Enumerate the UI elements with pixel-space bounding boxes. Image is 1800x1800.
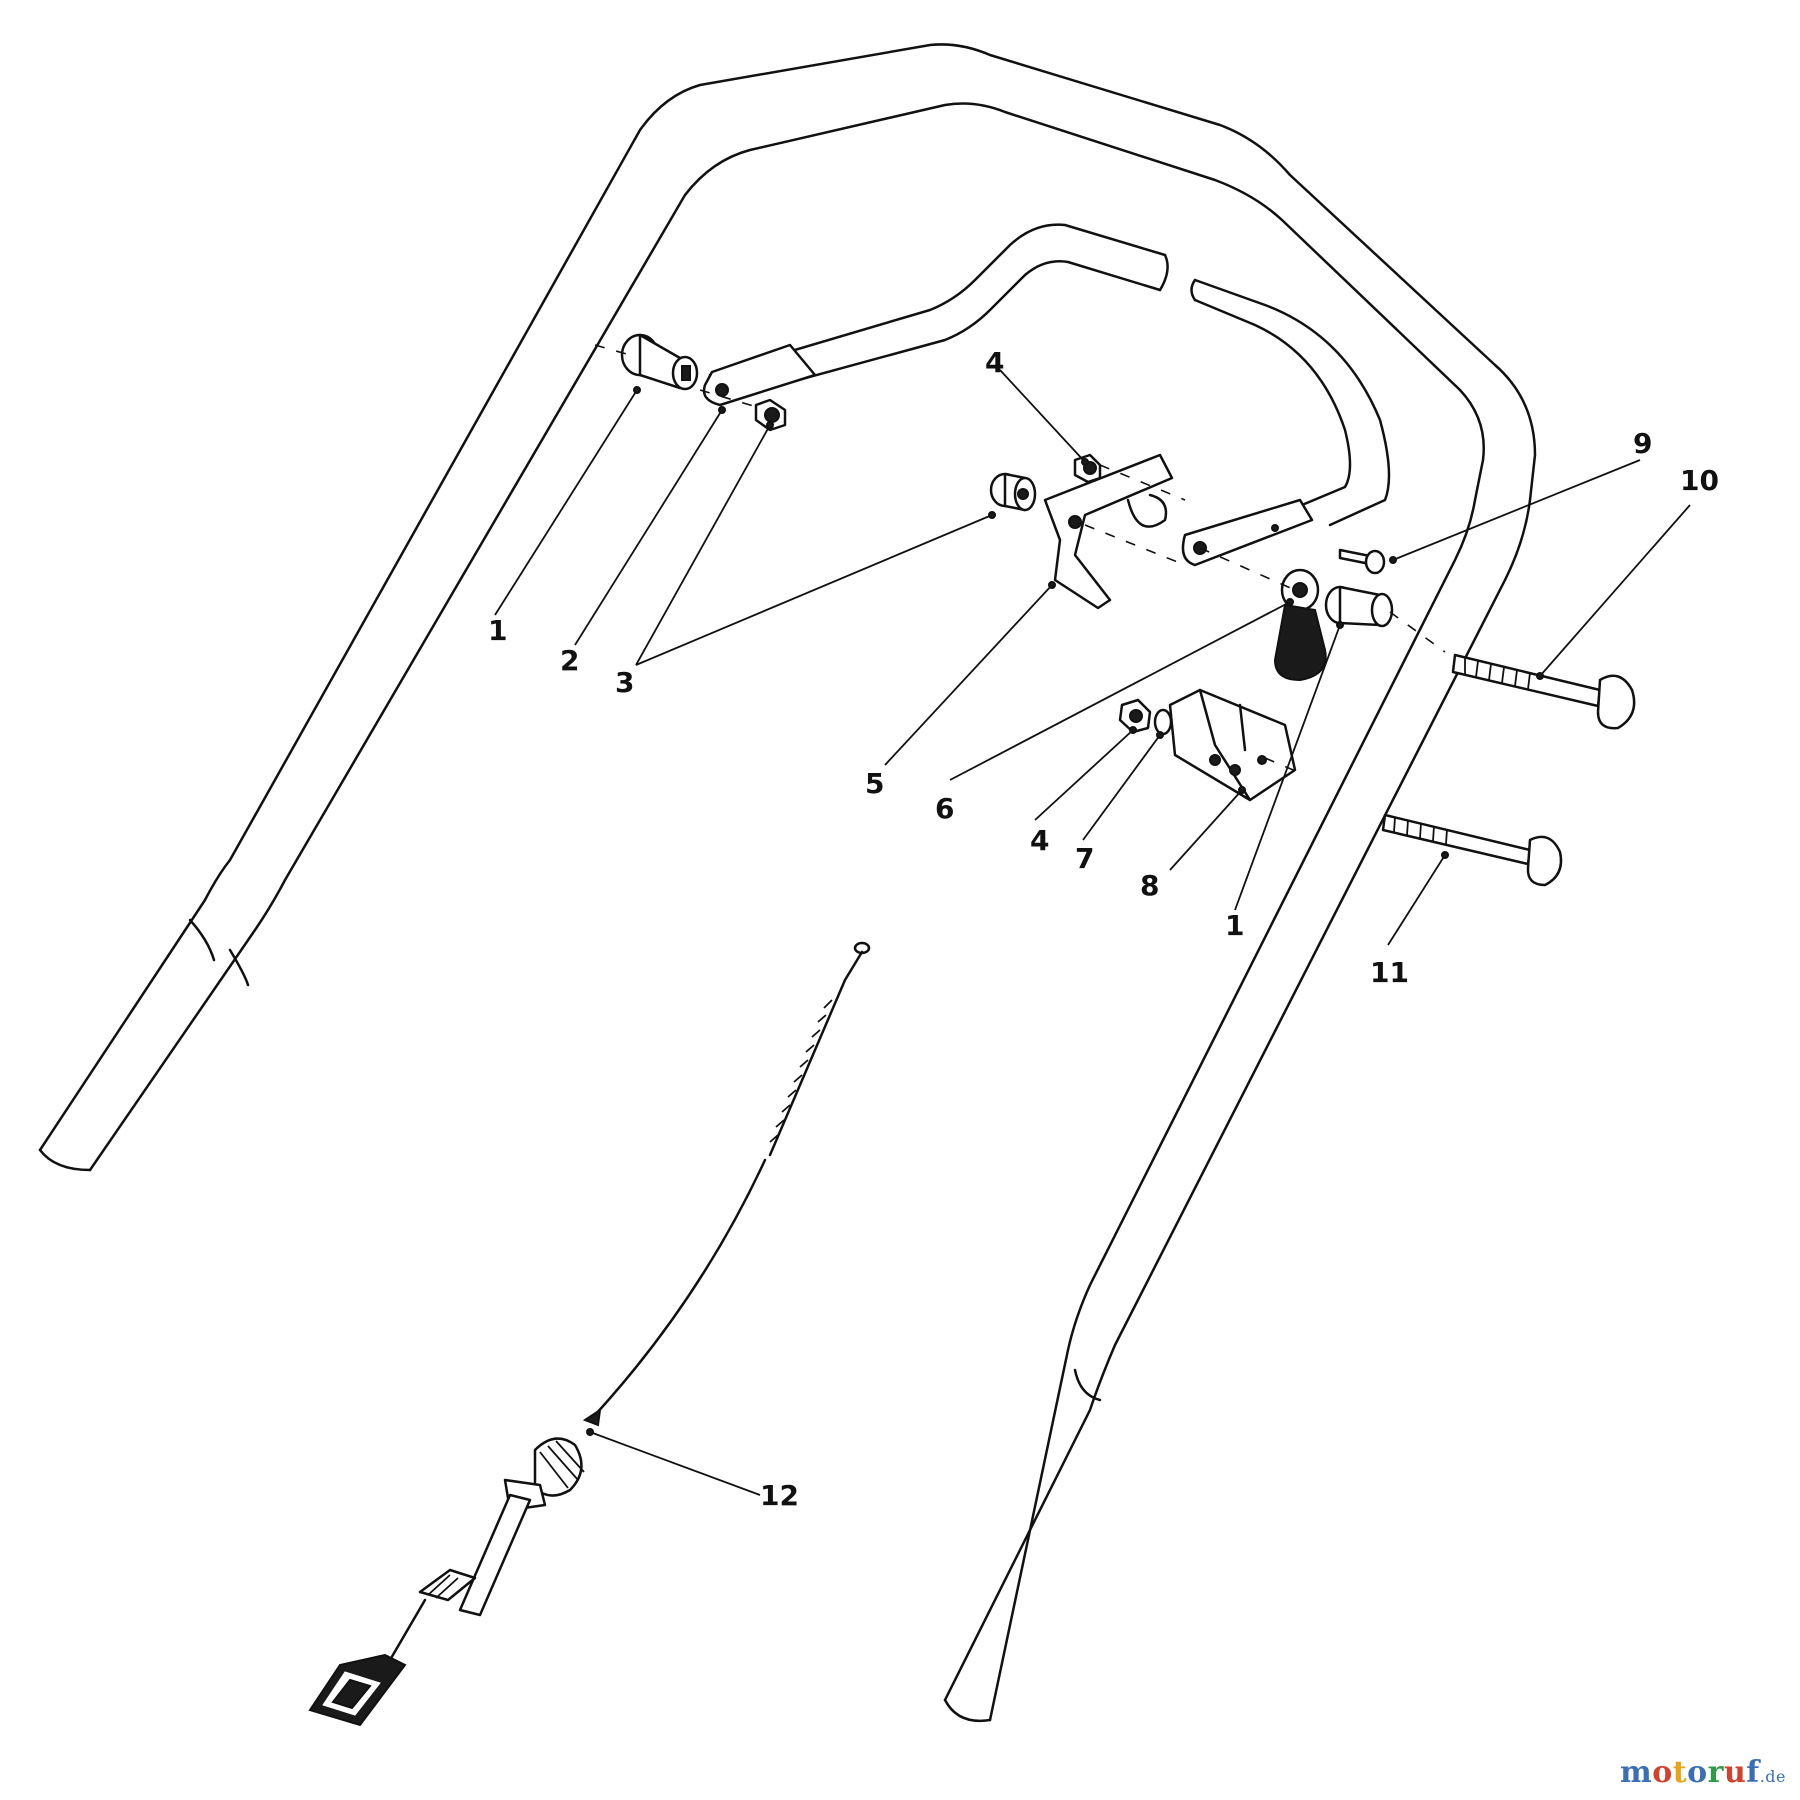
callout-1: 1 <box>1225 909 1244 942</box>
callout-10: 10 <box>1680 464 1719 497</box>
nut-upper-left <box>754 398 787 432</box>
lower-handle-tube <box>38 43 1537 1723</box>
callout-6: 6 <box>935 792 954 825</box>
watermark-letter: u <box>1723 1755 1747 1790</box>
switch-bracket <box>1168 688 1297 802</box>
watermark-letter: o <box>1687 1755 1708 1790</box>
screw-9 <box>1338 548 1386 575</box>
washer-7 <box>1153 708 1173 736</box>
callout-11: 11 <box>1370 956 1409 989</box>
callout-3: 3 <box>615 666 634 699</box>
watermark-suffix: .de <box>1759 1767 1786 1786</box>
watermark-letter: f <box>1746 1755 1760 1790</box>
bushing-left <box>620 333 699 391</box>
watermark-letter: t <box>1672 1755 1688 1790</box>
watermark-letter: m <box>1620 1755 1653 1790</box>
callout-labels: 1 2 3 4 5 6 4 7 8 1 9 10 11 12 <box>488 346 1719 1512</box>
callout-4: 4 <box>1030 824 1049 857</box>
carriage-bolt-10 <box>1451 653 1636 730</box>
assembly-lines <box>594 344 1446 776</box>
callout-7: 7 <box>1075 842 1094 875</box>
callout-12: 12 <box>760 1479 799 1512</box>
nut-lower <box>1118 698 1152 734</box>
carriage-bolt-11 <box>1381 813 1563 887</box>
watermark-letter: o <box>1652 1755 1673 1790</box>
watermark-logo: motoruf.de <box>1620 1755 1786 1790</box>
bushing-center <box>989 472 1037 512</box>
bushing-right <box>1324 585 1394 628</box>
callout-5: 5 <box>865 767 884 800</box>
control-lever <box>1043 453 1174 610</box>
callout-1: 1 <box>488 614 507 647</box>
callout-4: 4 <box>985 346 1004 379</box>
watermark-letter: r <box>1707 1755 1724 1790</box>
callout-2: 2 <box>560 644 579 677</box>
latch <box>1273 568 1327 682</box>
watermark-text: motoruf <box>1620 1755 1760 1790</box>
leader-lines <box>494 369 1691 1496</box>
callout-9: 9 <box>1633 427 1652 460</box>
callout-8: 8 <box>1140 869 1159 902</box>
control-cable <box>308 941 871 1727</box>
control-bail-bar <box>702 223 1391 567</box>
